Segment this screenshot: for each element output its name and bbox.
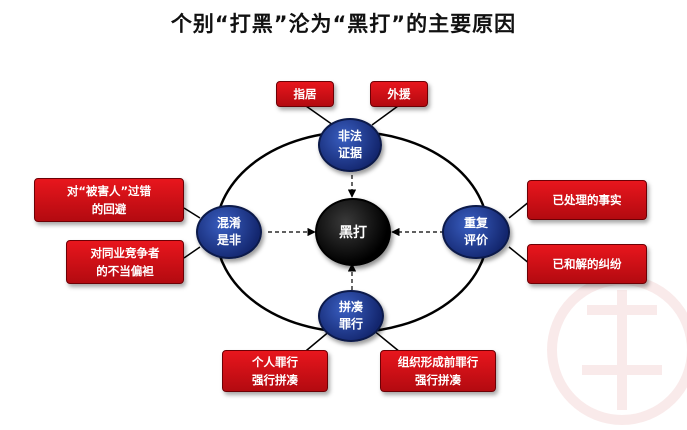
link-top-right [371,105,399,126]
node-illegal-evidence: 非法 证据 [318,118,382,172]
box-preorg-crimes: 组织形成前罪行 强行拼凑 [380,350,496,392]
box-victim-fault-label: 对“被害人”过错 的回避 [66,184,152,216]
box-victim-fault: 对“被害人”过错 的回避 [34,178,184,222]
node-confuse-right-wrong-label: 混淆 是非 [216,216,241,247]
link-left-upper [183,207,201,219]
box-waiyuan: 外援 [370,81,428,107]
link-right-lower [508,246,531,265]
link-right-upper [508,200,531,219]
node-repeat-evaluation: 重复 评价 [442,205,510,259]
box-zhiju: 指居 [276,81,334,107]
center-node-label: 黑打 [339,225,367,241]
node-piece-together-crimes-label: 拼凑 罪行 [338,300,363,331]
box-competitor-bias-label: 对同业竞争者 的不当偏袒 [90,246,160,278]
box-settled-disputes-label: 已和解的纠纷 [552,257,622,271]
link-left-lower [183,246,201,259]
box-settled-disputes: 已和解的纠纷 [527,244,647,284]
box-personal-crimes: 个人罪行 强行拼凑 [222,350,328,392]
center-node-heida: 黑打 [315,198,391,266]
box-waiyuan-label: 外援 [387,87,411,101]
link-bottom-right [372,329,401,353]
box-handled-facts-label: 已处理的事实 [552,193,622,207]
node-confuse-right-wrong: 混淆 是非 [196,205,262,259]
node-piece-together-crimes: 拼凑 罪行 [318,290,384,342]
node-illegal-evidence-label: 非法 证据 [337,129,362,160]
box-competitor-bias: 对同业竞争者 的不当偏袒 [66,240,184,284]
link-top-left [305,105,334,126]
node-repeat-evaluation-label: 重复 评价 [463,216,488,247]
box-zhiju-label: 指居 [293,87,317,101]
box-handled-facts: 已处理的事实 [527,180,647,220]
box-personal-crimes-label: 个人罪行 强行拼凑 [252,355,298,387]
diagram-title: 个别“打黑”沦为“黑打”的主要原因 [170,12,517,36]
box-preorg-crimes-label: 组织形成前罪行 强行拼凑 [397,355,479,387]
